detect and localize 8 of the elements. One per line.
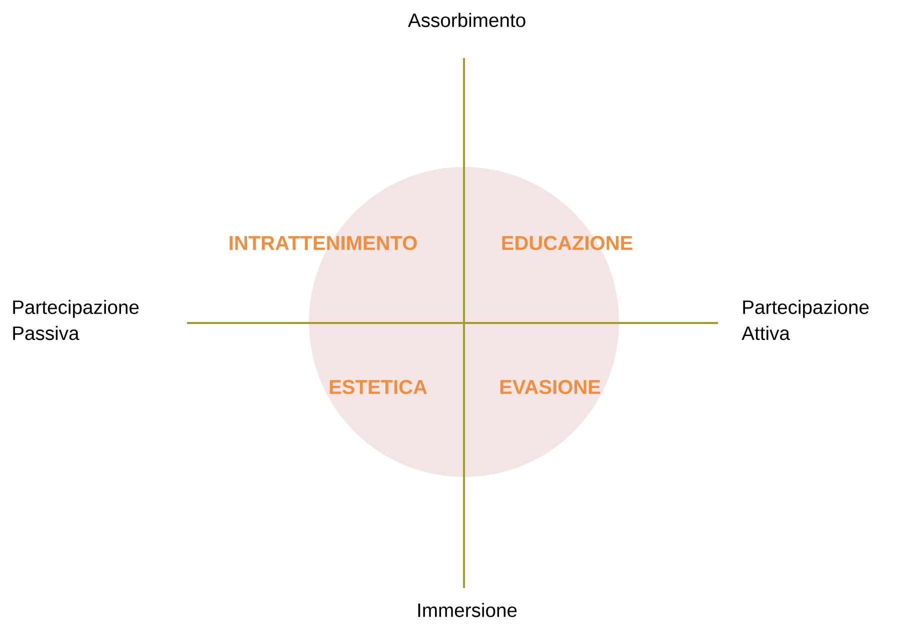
- quadrant-label: EDUCAZIONE: [502, 236, 632, 250]
- quadrant-label: ESTETICA: [330, 380, 427, 394]
- axis-label: Immersione: [418, 602, 517, 618]
- axis-label: Partecipazione Attiva: [742, 300, 869, 340]
- axis-label: Partecipazione Passiva: [13, 300, 139, 340]
- axis-label: Assorbimento: [408, 12, 526, 28]
- quadrant-label: EVASIONE: [500, 380, 600, 394]
- quadrant-label: INTRATTENIMENTO: [230, 236, 417, 250]
